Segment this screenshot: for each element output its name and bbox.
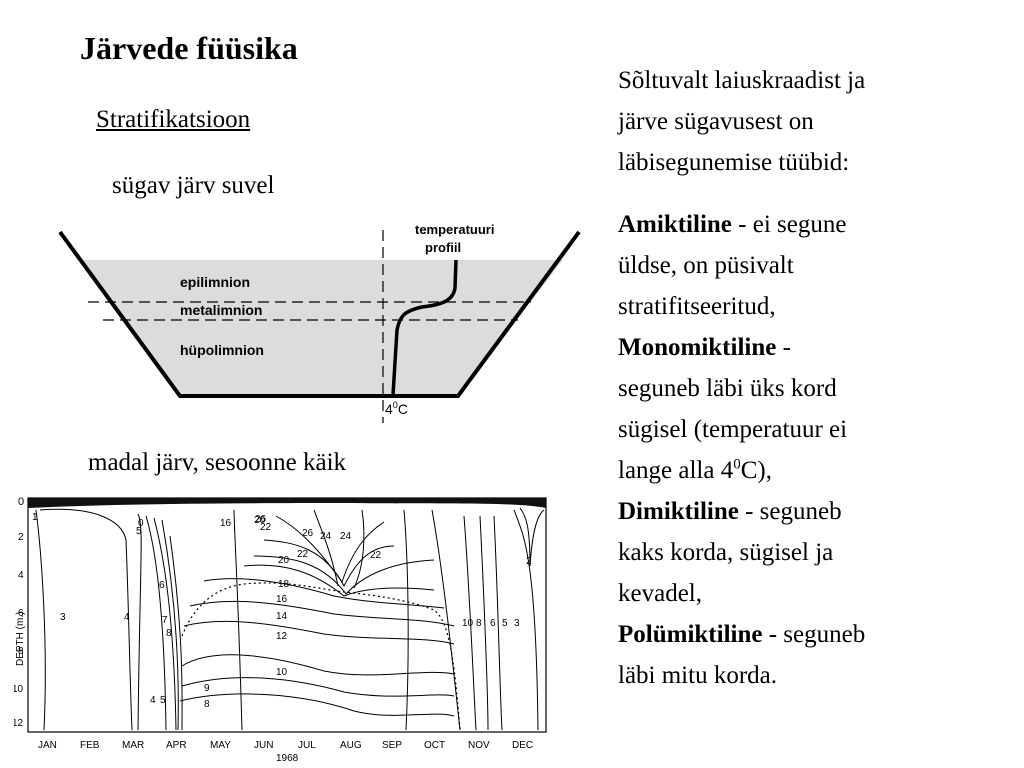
svg-text:16: 16 <box>220 518 232 529</box>
chart-year-label: 1968 <box>276 753 299 764</box>
amiktiline-line-1: Amiktiline - ei segune <box>618 211 847 238</box>
svg-text:SEP: SEP <box>382 740 402 751</box>
svg-text:16: 16 <box>276 594 288 605</box>
svg-text:5: 5 <box>160 695 166 706</box>
intro-line-1: Sõltuvalt laiuskraadist ja <box>618 67 866 94</box>
svg-text:8: 8 <box>18 646 24 657</box>
svg-text:12: 12 <box>276 631 288 642</box>
svg-text:4: 4 <box>124 612 130 623</box>
svg-text:8: 8 <box>166 628 172 639</box>
svg-text:10: 10 <box>462 618 474 629</box>
svg-text:26: 26 <box>302 528 314 539</box>
svg-text:3: 3 <box>514 618 520 629</box>
dimiktiline-term: Dimiktiline <box>618 498 739 525</box>
shallow-lake-caption: madal järv, sesoonne käik <box>88 449 347 476</box>
intro-line-3: läbisegunemise tüübid: <box>618 149 850 176</box>
x-axis-ticks: JAN FEB MAR APR MAY JUN JUL AUG SEP OCT … <box>38 740 533 751</box>
svg-text:2: 2 <box>18 532 24 543</box>
thermocline-dotted-line <box>181 582 461 731</box>
isotherm-lines <box>35 507 545 731</box>
svg-text:18: 18 <box>278 579 290 590</box>
four-degree-label: 40C <box>385 400 408 417</box>
amiktiline-line-2: üldse, on püsivalt <box>618 252 794 279</box>
metalimnion-label: metalimnion <box>180 302 262 318</box>
deep-lake-caption: sügav järv suvel <box>112 172 275 199</box>
svg-text:MAY: MAY <box>210 740 231 751</box>
svg-text:3: 3 <box>60 612 66 623</box>
svg-text:MAR: MAR <box>122 740 144 751</box>
section-heading: Stratifikatsioon <box>96 106 251 133</box>
epilimnion-label: epilimnion <box>180 274 250 290</box>
hypolimnion-label: hüpolimnion <box>180 342 264 358</box>
y-axis-ticks: 2 4 6 8 10 12 <box>14 532 24 729</box>
svg-text:OCT: OCT <box>424 740 445 751</box>
monomiktiline-line-2: seguneb läbi üks kord <box>618 375 837 402</box>
intro-line-2: järve sügavusest on <box>618 108 814 135</box>
temperature-profile-curve <box>391 259 458 396</box>
lake-basin <box>58 230 581 398</box>
chart-frame <box>27 497 547 733</box>
ice-cover-band <box>28 498 546 508</box>
svg-text:4: 4 <box>18 570 24 581</box>
polumiktiline-line-1: Polümiktiline - seguneb <box>618 621 866 648</box>
profile-label-line2: profiil <box>425 240 461 255</box>
polumiktiline-line-2: läbi mitu korda. <box>618 662 777 689</box>
svg-text:24: 24 <box>340 531 352 542</box>
svg-text:2: 2 <box>526 556 532 567</box>
polumiktiline-term: Polümiktiline <box>618 621 763 648</box>
svg-text:JUN: JUN <box>254 740 273 751</box>
monomiktiline-term: Monomiktiline <box>618 334 777 361</box>
amiktiline-term: Amiktiline <box>618 211 732 238</box>
svg-text:20: 20 <box>254 515 266 526</box>
svg-text:22: 22 <box>297 549 309 560</box>
svg-text:10: 10 <box>14 684 24 695</box>
slide-title: Järvede füüsika <box>80 30 298 66</box>
mixing-types-text: Sõltuvalt laiuskraadist ja järve sügavus… <box>618 60 1008 696</box>
svg-text:8: 8 <box>204 699 210 710</box>
svg-text:5: 5 <box>136 526 142 537</box>
svg-text:14: 14 <box>276 611 288 622</box>
monomiktiline-line-3: sügisel (temperatuur ei <box>618 416 848 443</box>
svg-text:7: 7 <box>162 615 168 626</box>
svg-text:22: 22 <box>260 522 272 533</box>
dimiktiline-line-1: Dimiktiline - seguneb <box>618 498 842 525</box>
amiktiline-line-3: stratifitseeritud, <box>618 293 776 320</box>
dimiktiline-line-2: kaks korda, sügisel ja <box>618 539 834 566</box>
svg-text:JAN: JAN <box>38 740 57 751</box>
svg-text:8: 8 <box>476 618 482 629</box>
svg-text:22: 22 <box>370 550 382 561</box>
svg-text:APR: APR <box>166 740 187 751</box>
svg-text:5: 5 <box>502 618 508 629</box>
monomiktiline-line-1: Monomiktiline - <box>618 334 791 361</box>
profile-label-line1: temperatuuri <box>415 222 494 237</box>
svg-text:10: 10 <box>276 667 288 678</box>
svg-text:NOV: NOV <box>468 740 490 751</box>
svg-text:9: 9 <box>204 683 210 694</box>
monomiktiline-line-4: lange alla 40C), <box>618 456 772 484</box>
lake-water <box>80 260 563 396</box>
svg-text:20: 20 <box>278 555 290 566</box>
svg-text:6: 6 <box>18 608 24 619</box>
y-axis-label: DEPTH (m.) <box>15 612 26 666</box>
svg-text:6: 6 <box>490 618 496 629</box>
svg-text:0: 0 <box>138 518 144 529</box>
svg-text:6: 6 <box>159 580 165 591</box>
dimiktiline-line-3: kevadel, <box>618 580 702 607</box>
y-tick-origin: 0 <box>18 496 24 508</box>
svg-text:1: 1 <box>32 512 38 523</box>
svg-text:24: 24 <box>320 531 332 542</box>
lake-stratification-diagram: temperatuuri profiil epilimnion metalimn… <box>58 222 581 423</box>
svg-text:AUG: AUG <box>340 740 362 751</box>
svg-text:26: 26 <box>255 514 267 525</box>
svg-text:12: 12 <box>14 718 24 729</box>
svg-text:JUL: JUL <box>298 740 316 751</box>
svg-text:DEC: DEC <box>512 740 533 751</box>
svg-text:4: 4 <box>150 695 156 706</box>
svg-text:FEB: FEB <box>80 740 100 751</box>
